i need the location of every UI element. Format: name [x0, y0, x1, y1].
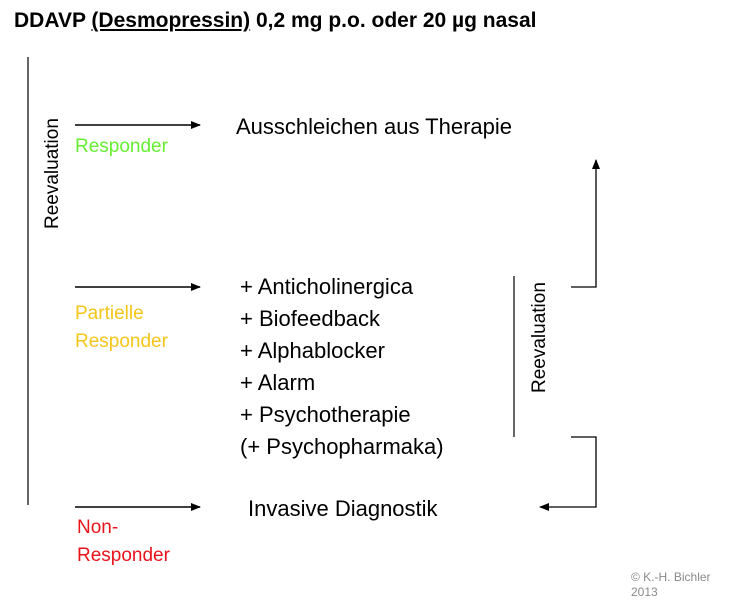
- partial-responder-line-1: Partielle: [75, 303, 144, 324]
- partial-outcome-list: + Anticholinergica + Biofeedback + Alpha…: [240, 271, 444, 463]
- copyright-notice: © K.-H. Bichler 2013: [631, 570, 711, 600]
- title-drug: (Desmopressin): [91, 9, 251, 32]
- partial-responder-line-2: Responder: [75, 331, 168, 352]
- left-reevaluation-label: Reevaluation: [42, 118, 63, 229]
- responder-label-text: Responder: [75, 136, 168, 157]
- down-return-arrow: [539, 436, 597, 511]
- non-responder-label: Non- Responder: [77, 514, 170, 570]
- non-responder-outcome: Invasive Diagnostik: [248, 496, 438, 521]
- responder-label: Responder: [75, 133, 168, 161]
- title-prefix: DDAVP: [14, 9, 92, 32]
- page-title: DDAVP (Desmopressin) 0,2 mg p.o. oder 20…: [14, 9, 537, 33]
- outcome-item: + Anticholinergica: [240, 274, 414, 299]
- non-responder-line-2: Responder: [77, 545, 170, 566]
- outcome-item: + Alarm: [240, 370, 316, 395]
- outcome-item: + Biofeedback: [240, 306, 381, 331]
- responder-outcome: Ausschleichen aus Therapie: [236, 114, 512, 139]
- outcome-item: + Alphablocker: [240, 338, 385, 363]
- copyright-line-2: 2013: [631, 585, 658, 599]
- outcome-item: (+ Psychopharmaka): [240, 434, 444, 459]
- copyright-line-1: © K.-H. Bichler: [631, 570, 711, 584]
- outcome-item: + Psychotherapie: [240, 402, 411, 427]
- non-responder-line-1: Non-: [77, 517, 119, 538]
- up-return-arrow: [571, 159, 600, 288]
- partial-responder-label: Partielle Responder: [75, 300, 168, 356]
- title-suffix: 0,2 mg p.o. oder 20 µg nasal: [250, 9, 537, 32]
- right-reevaluation-label: Reevaluation: [529, 282, 550, 393]
